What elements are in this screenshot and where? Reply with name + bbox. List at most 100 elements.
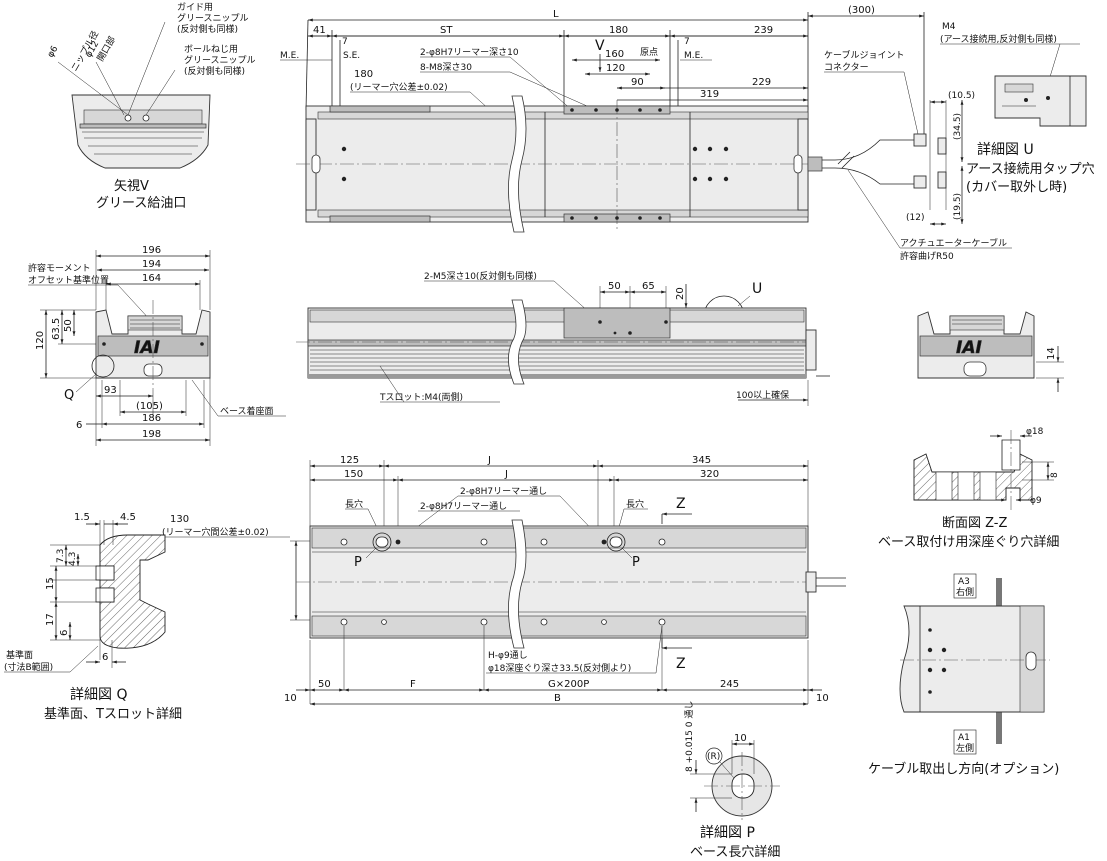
detail-q-title-2: 基準面、Tスロット詳細	[44, 706, 182, 722]
dim-6-end: 6	[76, 420, 82, 431]
detail-p: 10 8 +0.015 0 通し (R) 詳細図 P ベース長穴詳細	[684, 701, 780, 860]
dim-105-end: (105)	[136, 401, 163, 412]
m8-label: 8-M8深さ30	[420, 62, 472, 73]
tslot-label: Tスロット:M4(両側)	[379, 391, 463, 403]
m5-label: 2-M5深さ10(反対側も同様)	[424, 270, 537, 282]
section-zz: φ18 8 φ9 断面図 Z-Z ベース取付け用深座ぐり穴詳細	[878, 427, 1060, 550]
reamer-label: 2-φ8H7リーマー深さ10	[420, 47, 519, 58]
detail-u-title-3: (カバー取外し時)	[966, 180, 1067, 195]
dim-q-15b: 15	[45, 577, 56, 590]
dim-105-u: (10.5)	[948, 91, 975, 101]
p-label-1: P	[354, 555, 362, 570]
end-view-right: IAI 14	[917, 311, 1064, 392]
dim-G: G×200P	[548, 679, 589, 690]
detail-p-title-1: 詳細図 P	[700, 825, 755, 841]
dim-164: 164	[142, 273, 161, 284]
dim-320: 320	[700, 469, 719, 480]
dim-65-side: 65	[642, 281, 655, 292]
dim-7a: 7	[342, 37, 348, 47]
dim-194: 194	[142, 259, 161, 270]
bottom-view: 125 J 345 150 J 320 2-φ8H7リーマー通し 2-φ8H7リ…	[162, 455, 846, 706]
view-v-title-2: グリース給油口	[96, 196, 186, 211]
dim-50-end: 50	[63, 319, 74, 332]
dim-q-73: 7.3	[56, 549, 66, 563]
bottom-holes	[340, 532, 666, 626]
dim-q-6b: 6	[102, 652, 108, 663]
moment-label-2: オフセット基準位置	[28, 274, 109, 286]
dim-635: 63.5	[51, 318, 62, 340]
top-view: L (300) 41 ST 180 239 M.E. 7 S.E. 7 M.E.…	[280, 5, 1012, 262]
dim-41: 41	[313, 25, 326, 36]
section-zz-title-1: 断面図 Z-Z	[942, 516, 1008, 531]
dim-L: L	[553, 9, 559, 20]
cable-dir-title: ケーブル取出し方向(オプション)	[868, 761, 1059, 777]
cable-direction: A3 右側 A1 左側 ケーブル取出し方向(オプション)	[868, 573, 1059, 777]
phi6-label: φ6	[46, 44, 61, 59]
dim-ST: ST	[440, 25, 453, 36]
me-left-label: M.E.	[280, 51, 299, 61]
ref-label-1: 基準面	[6, 649, 33, 661]
detail-p-title-2: ベース長穴詳細	[690, 844, 780, 860]
r-label: (R)	[707, 752, 720, 762]
dim-198: 198	[142, 429, 161, 440]
detail-u-m4-1: M4	[942, 22, 956, 32]
detail-u-title-1: 詳細図 U	[977, 142, 1034, 158]
phi18-label: φ18	[1026, 427, 1044, 437]
dim-239: 239	[754, 25, 773, 36]
p-label-2: P	[632, 555, 640, 570]
guide-label-1: ガイド用	[177, 2, 213, 13]
dim-300: (300)	[848, 5, 875, 16]
ball-label-1: ボールねじ用	[184, 44, 238, 55]
dim-8-zz: 8	[1050, 472, 1060, 478]
dim-q-15: 1.5	[74, 512, 90, 523]
dim-120: 120	[606, 63, 625, 74]
dim-93: 93	[104, 385, 117, 396]
dim-20-side: 20	[675, 287, 686, 300]
base-label: ベース着座面	[220, 405, 274, 417]
act-cable-label-2: 許容曲げR50	[900, 250, 954, 262]
dim-180b: 180	[354, 69, 373, 80]
dim-229: 229	[752, 77, 771, 88]
guide-label-3: (反対側も同様)	[177, 23, 238, 35]
dim-186: 186	[142, 413, 161, 424]
h-label-1: H-φ9通し	[488, 650, 528, 661]
dim-q-45: 4.5	[120, 512, 136, 523]
dim-245: 245	[720, 679, 739, 690]
detail-u: M4 (アース接続用,反対側も同様) 詳細図 U アース接続用タップ穴 (カバー…	[906, 22, 1095, 226]
h-label-2: φ18深座ぐり深さ33.5(反対側より)	[488, 662, 631, 674]
iai-logo-left: IAI	[134, 338, 160, 358]
section-zz-title-2: ベース取付け用深座ぐり穴詳細	[878, 534, 1059, 550]
dim-120-end: 120	[35, 331, 46, 350]
view-v: ガイド用 グリースニップル (反対側も同様) ボールねじ用 グリースニップル (…	[46, 2, 256, 211]
a1-label-2: 左側	[956, 742, 974, 754]
dim-12-u: (12)	[906, 213, 924, 223]
reamer-tol-label: (リーマー穴公差±0.02)	[350, 81, 448, 93]
cable-joint-label-2: コネクター	[824, 62, 869, 73]
dim-50-bottom: 50	[318, 679, 331, 690]
dim-345-bottom: 345	[692, 455, 711, 466]
a3-label-2: 右側	[956, 586, 974, 598]
dim-160: 160	[605, 49, 624, 60]
me-right-label: M.E.	[684, 51, 703, 61]
clearance-label: 100以上確保	[736, 389, 789, 401]
dim-q-6: 6	[59, 630, 70, 636]
dim-195-u: (19.5)	[953, 193, 963, 220]
dim-10a: 10	[284, 693, 297, 704]
phi9-label: φ9	[1030, 496, 1042, 506]
dim-F: F	[410, 679, 416, 690]
dim-180: 180	[609, 25, 628, 36]
ref-label-2: (寸法B範囲)	[4, 661, 53, 673]
dim-10b: 10	[816, 693, 829, 704]
dim-50-side: 50	[608, 281, 621, 292]
cable-joint-label-1: ケーブルジョイント	[824, 49, 904, 61]
dim-J2: J	[504, 469, 508, 480]
se-label: S.E.	[343, 51, 360, 61]
dim-319: 319	[700, 89, 719, 100]
long-hole-label-1: 長穴	[345, 498, 363, 510]
dim-14: 14	[1046, 347, 1057, 360]
tol-label: 8 +0.015 0 通し	[684, 701, 695, 772]
dim-7b: 7	[684, 37, 690, 47]
long-hole-label-2: 長穴	[626, 498, 644, 510]
q-label: Q	[64, 388, 74, 403]
act-cable-label-1: アクチュエーターケーブル	[900, 237, 1007, 249]
